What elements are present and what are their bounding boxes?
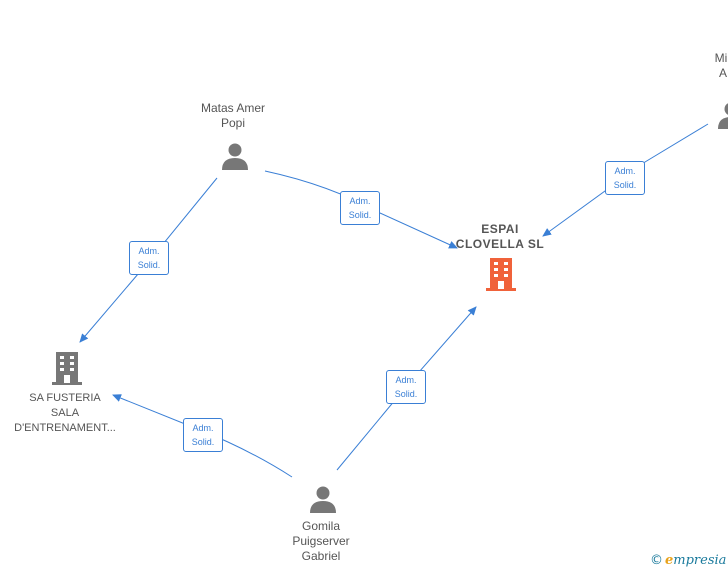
person-label-mir[interactable]: Mir A (714, 51, 728, 80)
brand-watermark: ©empresia (650, 553, 726, 568)
main-company-building-icon[interactable] (485, 257, 517, 291)
edge-badge-matas-fusteria: Adm. Solid. (129, 241, 169, 275)
company-building-icon[interactable] (51, 351, 83, 385)
main-company-label[interactable]: ESPAI CLOVELLA SL (455, 222, 545, 251)
edge-badge-matas-espai: Adm. Solid. (340, 191, 380, 225)
edge-badge-line2: Solid. (613, 180, 637, 190)
brand-first-letter: e (665, 553, 674, 568)
edge-badge-line2: Solid. (394, 389, 418, 399)
copyright-symbol: © (650, 553, 663, 568)
edge-badge-mir-espai: Adm. Solid. (605, 161, 645, 195)
brand-name-rest: mpresia (673, 553, 727, 568)
edge-badge-line2: Solid. (348, 210, 372, 220)
person-icon[interactable] (308, 484, 338, 514)
person-label-matas[interactable]: Matas Amer Popi (200, 101, 266, 130)
edge-badge-line1: Adm. (395, 375, 417, 385)
edge-badge-gomila-espai: Adm. Solid. (386, 370, 426, 404)
person-label-gomila[interactable]: Gomila Puigserver Gabriel (292, 519, 350, 563)
person-icon[interactable] (716, 100, 728, 130)
person-icon[interactable] (220, 141, 250, 171)
edge-badge-line2: Solid. (191, 437, 215, 447)
company-label-fusteria[interactable]: SA FUSTERIA SALA D'ENTRENAMENT... (14, 392, 116, 434)
edge-badge-line1: Adm. (349, 196, 371, 206)
edge-badge-line1: Adm. (614, 166, 636, 176)
edge-badge-gomila-fusteria: Adm. Solid. (183, 418, 223, 452)
edge-badge-line1: Adm. (192, 423, 214, 433)
edge-line-mir-espai (542, 123, 709, 237)
edge-badge-line1: Adm. (138, 246, 160, 256)
edge-badge-line2: Solid. (137, 260, 161, 270)
